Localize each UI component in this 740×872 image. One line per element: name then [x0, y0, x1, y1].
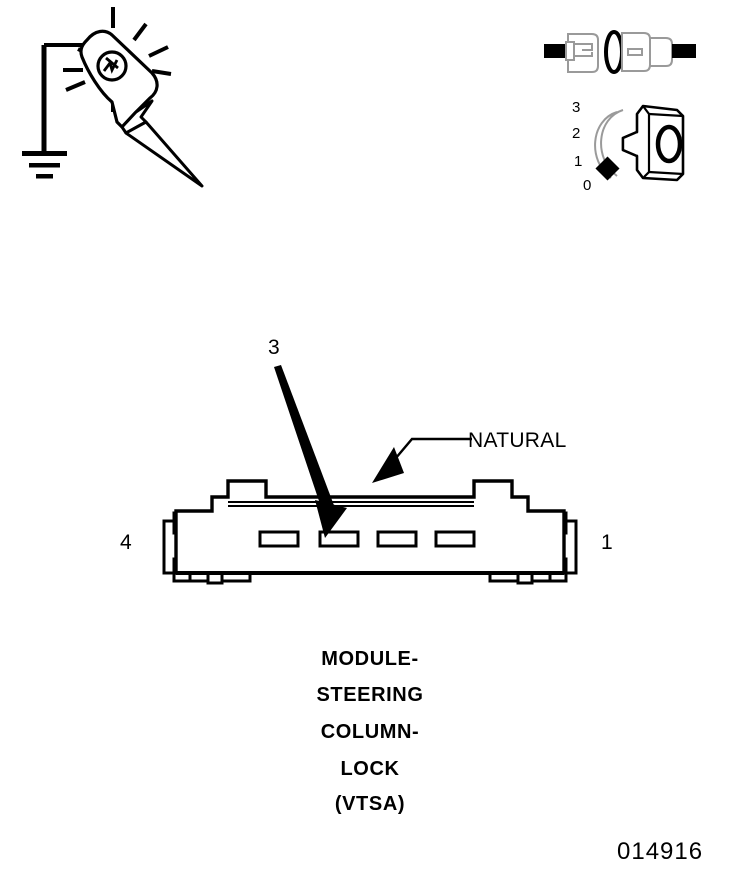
pin-1-label: 1 [601, 531, 613, 554]
cavity-4 [258, 530, 300, 548]
caption-line-1: MODULE- [321, 648, 419, 670]
cavity-3 [318, 530, 360, 548]
connector-body [174, 479, 566, 575]
test-light-assembly [0, 0, 240, 210]
natural-callout-leader [372, 437, 472, 483]
connector-face-view [150, 455, 590, 605]
wire-stub-left [544, 44, 568, 58]
key-ring-hole [655, 124, 683, 164]
caption-line-4: LOCK [340, 758, 400, 780]
pin-4-label: 4 [120, 531, 132, 554]
probe-tip [124, 120, 204, 188]
ground-symbol-icon [22, 151, 67, 179]
wire-stub-right [672, 44, 696, 58]
key-position-3-label: 3 [572, 99, 581, 116]
connector-top-ridge [228, 501, 474, 507]
terminal-cavities [258, 530, 476, 548]
connector-slot [627, 48, 643, 56]
caption-line-3: COLUMN- [320, 721, 420, 743]
cavity-1 [434, 530, 476, 548]
key-position-marker [595, 156, 620, 181]
key-position-0-label: 0 [583, 177, 592, 194]
figure-number: 014916 [617, 838, 704, 865]
ignition-key-icon: 3 2 1 0 [565, 98, 695, 198]
pin-3-callout-arrow [274, 365, 347, 538]
cavity-2 [376, 530, 418, 548]
test-light-probe-icon [22, 7, 204, 188]
callout-natural-label: NATURAL [468, 429, 567, 452]
key-position-1-label: 1 [574, 153, 583, 170]
caption-line-2: STEERING [316, 684, 424, 706]
key-position-2-label: 2 [572, 125, 581, 142]
connector-disconnected-icon [540, 22, 700, 86]
caption-line-5: (VTSA) [334, 793, 406, 815]
connector-seal [604, 30, 624, 74]
filament-icon [102, 56, 119, 74]
callout-pin-3-label: 3 [268, 336, 280, 359]
